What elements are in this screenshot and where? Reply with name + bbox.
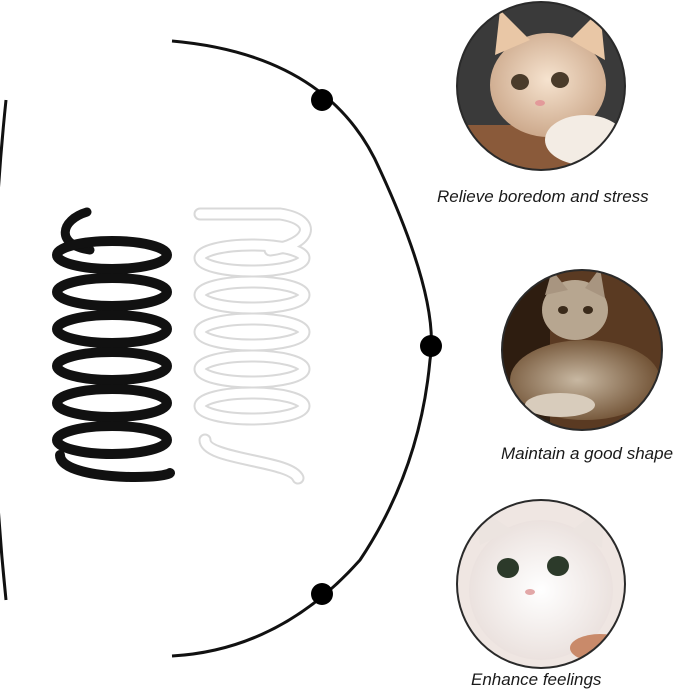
timeline-dot-middle (420, 335, 442, 357)
timeline-dot-top (311, 89, 333, 111)
timeline-dot-bottom (311, 583, 333, 605)
caption-relieve-boredom: Relieve boredom and stress (437, 187, 649, 206)
lying-tabby-cat-photo (502, 270, 662, 430)
caption-enhance-feelings: Enhance feelings (471, 670, 602, 689)
black-spring-icon (52, 207, 175, 482)
timeline-arc (171, 39, 433, 658)
white-spring-icon (193, 207, 312, 485)
caption-maintain-shape: Maintain a good shape (501, 444, 674, 463)
left-edge-arc (0, 99, 8, 601)
white-fluffy-kitten-photo (457, 500, 625, 668)
